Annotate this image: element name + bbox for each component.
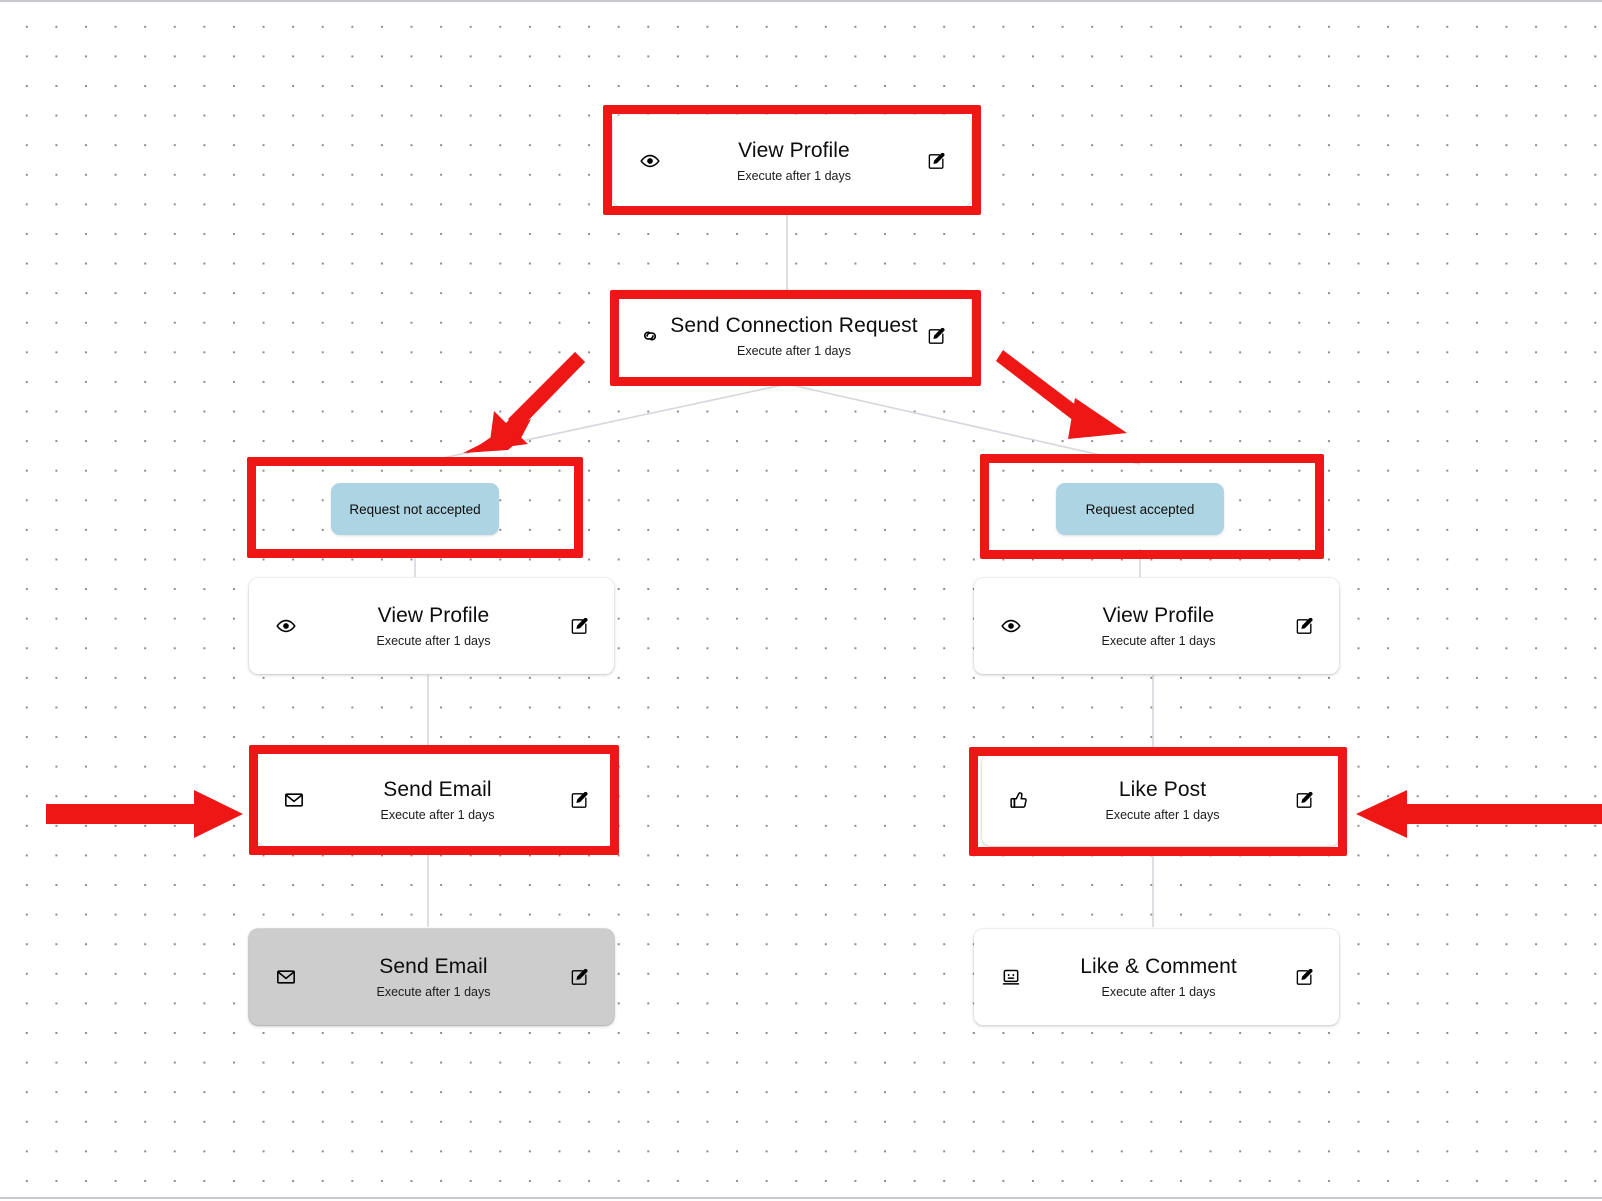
node-text-block: Send Email Execute after 1 days	[301, 955, 566, 1000]
node-text-block: Like Post Execute after 1 days	[1034, 778, 1291, 823]
node-title: Send Connection Request	[670, 313, 918, 337]
node-subtitle: Execute after 1 days	[1101, 984, 1216, 999]
node-text-block: Send Email Execute after 1 days	[309, 778, 566, 823]
edit-pencil-icon[interactable]	[1291, 617, 1317, 636]
edit-pencil-icon[interactable]	[566, 791, 592, 810]
arrow-to-request-accepted	[996, 350, 1127, 439]
node-text-block: View Profile Execute after 1 days	[1026, 604, 1291, 649]
edit-pencil-icon[interactable]	[1291, 791, 1317, 810]
node-text-block: View Profile Execute after 1 days	[665, 139, 923, 184]
node-title: Like & Comment	[1080, 954, 1237, 978]
branch-label-text: Request not accepted	[349, 501, 481, 517]
node-title: Send Email	[379, 954, 488, 978]
node-subtitle: Execute after 1 days	[376, 633, 491, 648]
branch-label-request-accepted[interactable]: Request accepted	[1056, 483, 1224, 535]
node-send-email-left-selected[interactable]: Send Email Execute after 1 days	[249, 929, 614, 1025]
node-like-comment-right[interactable]: Like & Comment Execute after 1 days	[974, 929, 1339, 1025]
node-title: View Profile	[738, 138, 850, 162]
node-subtitle: Execute after 1 days	[737, 343, 851, 358]
node-title: View Profile	[1102, 603, 1215, 627]
node-title: Send Email	[383, 777, 492, 801]
node-subtitle: Execute after 1 days	[376, 984, 491, 999]
node-text-block: View Profile Execute after 1 days	[301, 604, 566, 649]
eye-icon	[996, 616, 1026, 636]
node-view-profile-root[interactable]: View Profile Execute after 1 days	[613, 115, 971, 207]
envelope-icon	[271, 967, 301, 987]
arrow-to-like-post	[1356, 790, 1602, 838]
eye-icon	[635, 151, 665, 171]
node-subtitle: Execute after 1 days	[1105, 807, 1220, 822]
thumbs-up-icon	[1004, 790, 1034, 810]
node-send-connection-request[interactable]: Send Connection Request Execute after 1 …	[613, 290, 971, 382]
node-view-profile-right[interactable]: View Profile Execute after 1 days	[974, 578, 1339, 674]
node-text-block: Like & Comment Execute after 1 days	[1026, 955, 1291, 1000]
edge-connection-to-right-branch	[786, 383, 1141, 465]
link-chain-icon	[635, 326, 665, 346]
edit-pencil-icon[interactable]	[566, 617, 592, 636]
node-send-email-left[interactable]: Send Email Execute after 1 days	[257, 754, 614, 846]
envelope-icon	[279, 790, 309, 810]
branch-label-request-not-accepted[interactable]: Request not accepted	[331, 483, 499, 535]
node-view-profile-left[interactable]: View Profile Execute after 1 days	[249, 578, 614, 674]
edit-pencil-icon[interactable]	[923, 152, 949, 171]
node-title: View Profile	[377, 603, 490, 627]
arrow-to-send-email	[46, 790, 243, 838]
edit-pencil-icon[interactable]	[566, 968, 592, 987]
comment-face-icon	[996, 967, 1026, 987]
edit-pencil-icon[interactable]	[1291, 968, 1317, 987]
node-title: Like Post	[1118, 777, 1207, 801]
branch-label-text: Request accepted	[1085, 501, 1195, 517]
edge-connection-to-left-branch	[414, 383, 788, 465]
arrow-to-request-not-accepted	[463, 352, 585, 454]
node-subtitle: Execute after 1 days	[380, 807, 495, 822]
node-subtitle: Execute after 1 days	[737, 168, 851, 183]
node-text-block: Send Connection Request Execute after 1 …	[665, 314, 923, 359]
node-subtitle: Execute after 1 days	[1101, 633, 1216, 648]
eye-icon	[271, 616, 301, 636]
node-like-post-right[interactable]: Like Post Execute after 1 days	[982, 754, 1339, 846]
edit-pencil-icon[interactable]	[923, 327, 949, 346]
